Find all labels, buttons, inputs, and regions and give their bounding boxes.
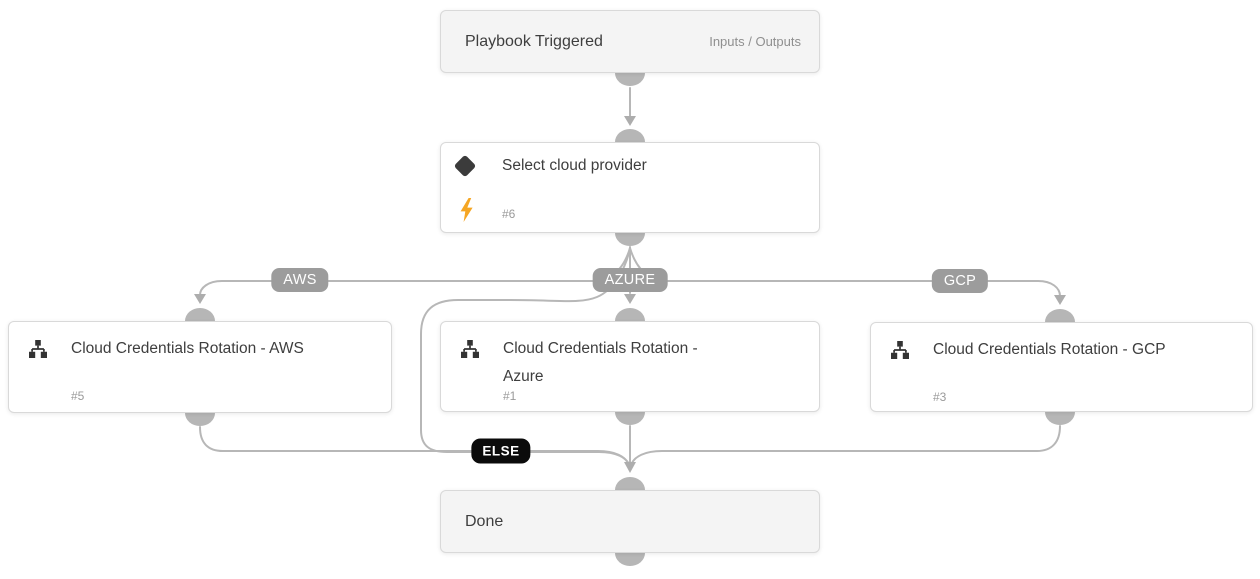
node-title: Playbook Triggered — [465, 32, 603, 50]
subplaybook-sitemap-icon — [461, 340, 479, 358]
branch-label-aws: AWS — [271, 268, 329, 292]
connector-aws-top — [185, 308, 215, 321]
node-title: Done — [465, 512, 504, 530]
arrowhead-into-gcp — [1054, 295, 1066, 305]
branch-label-else: ELSE — [471, 438, 531, 464]
subplaybook-sitemap-icon — [891, 341, 909, 359]
connector-done-bottom — [615, 553, 645, 566]
node-title: Cloud Credentials Rotation - AWS — [71, 340, 304, 357]
arrowhead-into-aws — [194, 294, 206, 304]
arrowhead-into-azure — [624, 294, 636, 304]
edge-condition-to-aws — [199, 247, 631, 296]
node-done[interactable]: Done — [440, 490, 820, 553]
node-playbook-triggered[interactable]: Playbook Triggered Inputs / Outputs — [440, 10, 820, 73]
connector-trigger-bottom — [615, 73, 645, 86]
connector-aws-bottom — [185, 413, 215, 426]
node-select-cloud-provider[interactable]: Select cloud provider #6 — [440, 142, 820, 233]
condition-diamond-icon — [453, 154, 477, 178]
connector-gcp-top — [1045, 309, 1075, 322]
node-title: Cloud Credentials Rotation - GCP — [933, 341, 1166, 358]
arrowhead-into-condition — [624, 116, 636, 126]
inputs-outputs-link[interactable]: Inputs / Outputs — [709, 34, 801, 49]
branch-label-gcp: GCP — [931, 269, 989, 293]
node-title: Cloud Credentials Rotation - Azure — [503, 340, 698, 385]
node-rotation-gcp[interactable]: Cloud Credentials Rotation - GCP #3 — [870, 322, 1253, 412]
task-number: #3 — [933, 390, 947, 404]
edge-gcp-to-done — [631, 425, 1061, 464]
node-title: Select cloud provider — [502, 157, 647, 174]
connector-azure-bottom — [615, 412, 645, 425]
node-rotation-azure[interactable]: Cloud Credentials Rotation - Azure #1 — [440, 321, 820, 412]
connector-condition-bottom — [615, 233, 645, 246]
connector-done-top — [615, 477, 645, 490]
branch-label-azure: AZURE — [592, 268, 668, 292]
connector-gcp-bottom — [1045, 412, 1075, 425]
subplaybook-sitemap-icon — [29, 340, 47, 358]
task-number: #5 — [71, 389, 85, 403]
edge-condition-to-gcp — [629, 247, 1061, 297]
task-number: #6 — [502, 207, 516, 221]
lightning-bolt-icon — [460, 198, 473, 222]
arrowhead-into-done — [624, 462, 636, 473]
edge-aws-to-done — [199, 426, 629, 464]
connector-condition-top — [615, 129, 645, 142]
task-number: #1 — [503, 389, 517, 403]
node-rotation-aws[interactable]: Cloud Credentials Rotation - AWS #5 — [8, 321, 392, 413]
connector-azure-top — [615, 308, 645, 321]
